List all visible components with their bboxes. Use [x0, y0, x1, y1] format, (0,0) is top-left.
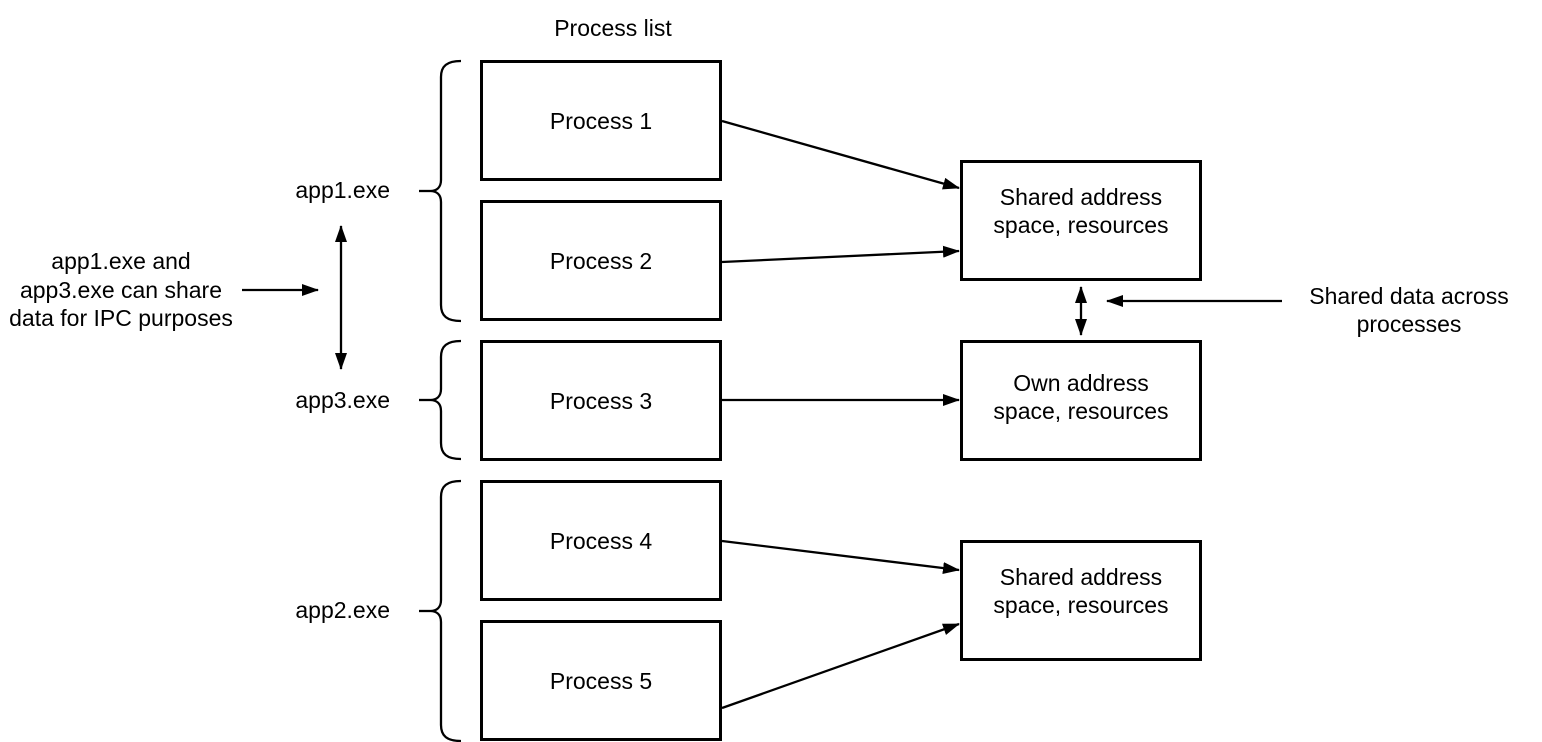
process-3-label: Process 3 — [549, 387, 653, 414]
ipc-share-note-line2: app3.exe can share — [19, 276, 223, 303]
process-5-box: Process 5 — [480, 620, 722, 741]
own-address-box: Own address space, resources — [960, 340, 1202, 461]
ipc-share-note-line1: app1.exe and — [51, 248, 191, 274]
process-list-title: Process list — [554, 15, 672, 41]
brace-app2 — [429, 479, 462, 742]
arrow-process2-to-shared-top — [721, 245, 960, 264]
app3-exe-label: app3.exe — [295, 387, 390, 413]
shared-data-note-line1: Shared data across — [1309, 283, 1509, 309]
process-1-label: Process 1 — [549, 107, 653, 134]
brace-app1 — [429, 59, 462, 323]
process-1-box: Process 1 — [480, 60, 722, 181]
process-2-box: Process 2 — [480, 200, 722, 321]
arrow-process1-to-shared-top — [721, 119, 960, 190]
arrow-process4-to-shared-bottom — [721, 539, 960, 575]
shared-address-box-bottom-line1: Shared address — [999, 564, 1163, 590]
shared-data-note-line2: processes — [1356, 311, 1462, 337]
own-address-box-line1: Own address — [1013, 370, 1149, 396]
shared-address-box-bottom-line2: space, resources — [993, 592, 1169, 618]
shared-data-note: Shared data across processes — [1302, 282, 1516, 338]
shared-address-box-top-line1: Shared address — [999, 184, 1163, 210]
process-4-box: Process 4 — [480, 480, 722, 601]
shared-address-box-top: Shared address space, resources — [960, 160, 1202, 281]
process-5-label: Process 5 — [549, 667, 653, 694]
arrow-process5-to-shared-bottom — [721, 622, 960, 710]
shared-address-box-bottom: Shared address space, resources — [960, 540, 1202, 661]
process-2-label: Process 2 — [549, 247, 653, 274]
app2-exe-label: app2.exe — [295, 597, 390, 623]
process-3-box: Process 3 — [480, 340, 722, 461]
ipc-share-note: app1.exe and app3.exe can share data for… — [0, 247, 242, 333]
process-4-label: Process 4 — [549, 527, 653, 554]
brace-app3 — [429, 339, 462, 461]
own-address-box-line2: space, resources — [993, 398, 1169, 424]
ipc-share-note-line3: data for IPC purposes — [9, 305, 233, 331]
shared-address-box-top-line2: space, resources — [993, 212, 1169, 238]
app1-exe-label: app1.exe — [295, 177, 390, 203]
